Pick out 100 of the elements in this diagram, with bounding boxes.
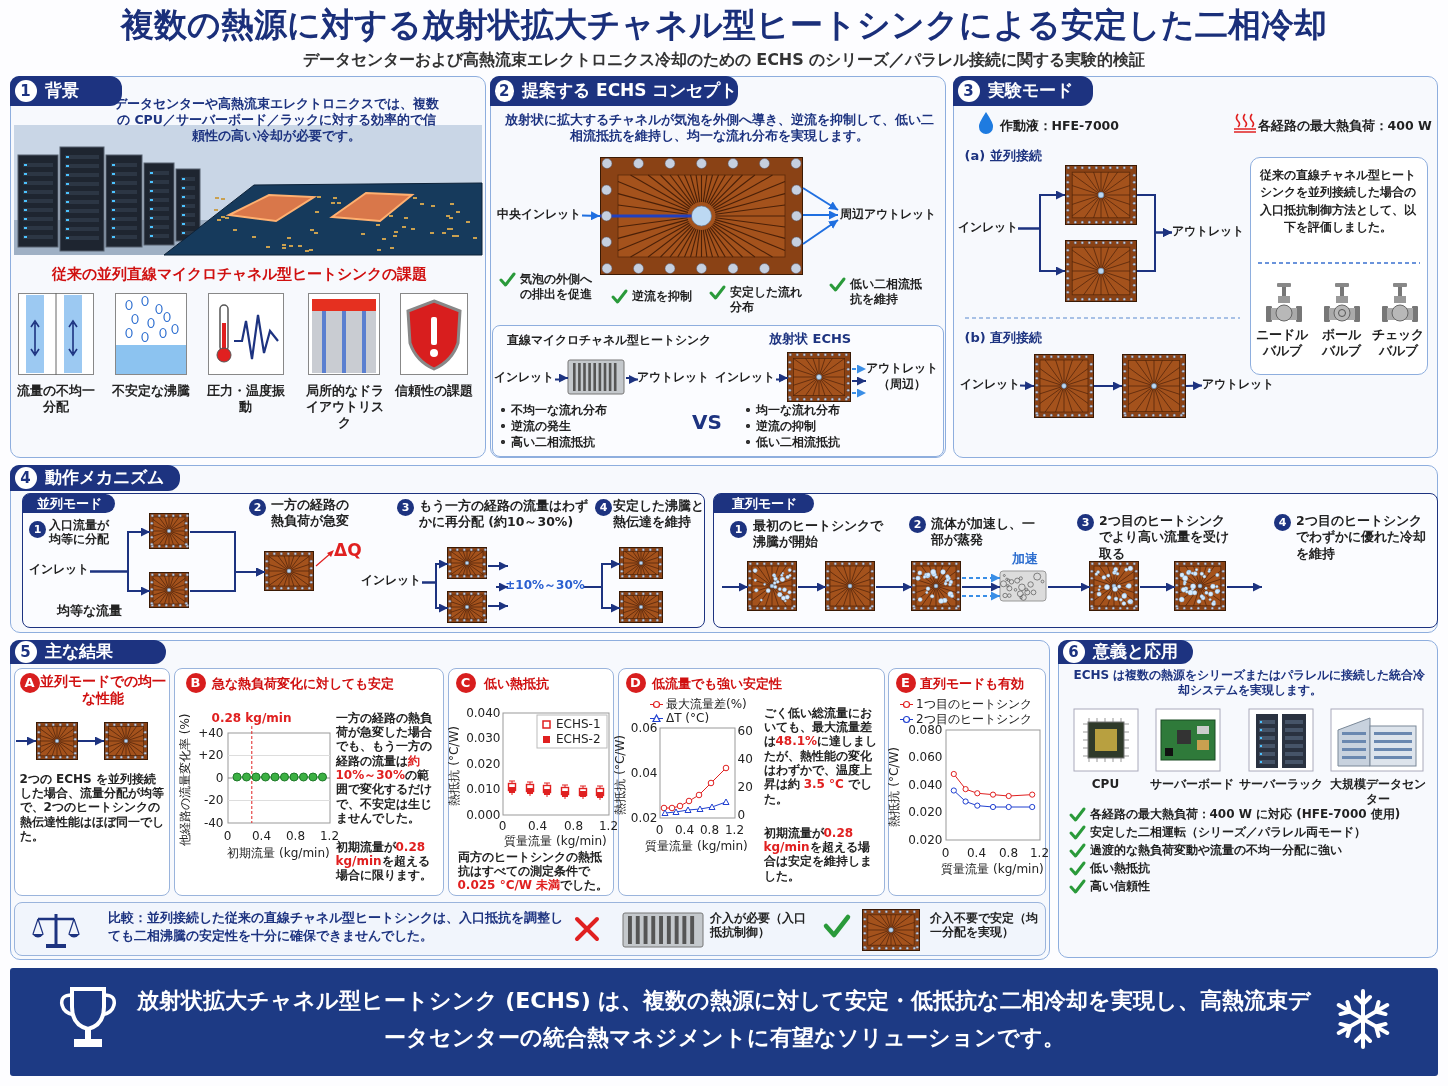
check-item: 逆流を抑制 — [631, 288, 693, 305]
flow-arrow — [77, 736, 105, 746]
heat-sink-drawing — [1089, 561, 1139, 611]
check-item: 気泡の外側への排出を促進 — [519, 271, 593, 303]
flow-arrow — [554, 373, 569, 383]
legend-text: 1つ目のヒートシンク — [916, 696, 1032, 713]
conclusion-banner — [10, 968, 1438, 1076]
axis-tick-label: 1.2 — [1028, 845, 1051, 862]
legend-text: 最大流量差(%) — [666, 696, 747, 712]
body-text: 初期流量が0.28 kg/minを超える場合は安定を維持しました。 — [763, 825, 873, 884]
axis-tick-label: 0.4 — [250, 828, 273, 845]
axis-tick-label: 0 — [214, 770, 224, 787]
flow-arrow — [1019, 381, 1035, 391]
section-heading: 動作メカニズム — [44, 466, 164, 489]
icon-caption: 圧力・温度振動 — [205, 382, 286, 415]
flow-label: インレット — [494, 370, 554, 387]
axis-tick-label: 0.4 — [526, 818, 549, 835]
heat-sink-drawing — [747, 561, 797, 611]
heat-sink-drawing — [1174, 561, 1226, 611]
axis-tick-label: 40 — [737, 751, 754, 768]
axis-title: 質量流量 (kg/min) — [503, 833, 608, 850]
axis-tick-label: 0 — [654, 822, 665, 839]
flow-arrow — [189, 567, 266, 592]
heat-sink-drawing — [599, 156, 803, 275]
flow-arrow — [1226, 582, 1263, 592]
axis-tick-label: 0.010 — [465, 782, 501, 798]
valve-info-box — [1249, 156, 1428, 375]
card-letter: B — [185, 672, 206, 693]
axis-tick-label: 0.02 — [629, 810, 658, 825]
axis-tick-label: 0.020 — [907, 805, 943, 821]
heat-sink-drawing — [447, 547, 487, 579]
axis-tick-label: 0.8 — [997, 845, 1020, 862]
step-number: 3 — [1077, 514, 1094, 531]
spec-text: 作動液：HFE-7000 — [999, 117, 1121, 134]
axis-tick-label: 0.040 — [465, 705, 501, 722]
flow-label: アウトレット — [1201, 376, 1274, 394]
delta-q-label: ΔQ — [334, 539, 363, 562]
heat-sink-drawing — [1121, 353, 1186, 418]
flow-arrow — [802, 219, 839, 245]
axis-tick-label: -20 — [202, 793, 224, 809]
check-item: 低い熱抵抗 — [1089, 860, 1151, 877]
step-number: 1 — [29, 521, 46, 538]
step-number: 2 — [249, 499, 266, 516]
section-panel — [490, 76, 946, 458]
flow-arrow — [487, 561, 509, 571]
mode-tab: 直列モード — [714, 494, 814, 513]
axis-tick-label: 0.8 — [284, 828, 307, 845]
mode-panel — [712, 492, 1438, 628]
flow-arrow — [802, 210, 839, 220]
body-text: ごく低い総流量においても、最大流量差は48.1%に達しましたが、熱性能の変化はわずかで、温度上昇は約 3.5 °C でした。 — [763, 705, 879, 807]
legend-text: ECHS-2 — [556, 732, 601, 746]
subtitle: データセンターおよび高熱流束エレクトロニクス冷却のための ECHS のシリーズ／パラレル接続に関する実験的検証 — [301, 50, 1147, 71]
flow-arrow — [802, 187, 839, 211]
step-number: 1 — [730, 521, 747, 538]
accelerate-label: 加速 — [1011, 551, 1039, 568]
axis-tick-label: 0 — [940, 845, 951, 862]
card-letter: E — [895, 672, 916, 693]
flow-arrow — [1017, 227, 1066, 276]
flow-label: インレット — [29, 562, 89, 579]
flow-arrow — [1185, 381, 1203, 391]
card-heading: 急な熱負荷変化に対しても安定 — [211, 675, 395, 693]
check-item: 低い二相流抵抗を維持 — [849, 276, 922, 308]
axis-title: 他経路の流量変化率 (%) — [177, 712, 193, 848]
step-number: 4 — [1274, 514, 1291, 531]
axis-tick-label: 1.2 — [723, 822, 746, 839]
body-text: 従来の直線チャネル型ヒートシンクを並列接続した場合の入口抵抗制御方法として、以下を評価しました。 — [1259, 167, 1417, 237]
check-item: 高い信頼性 — [1089, 878, 1151, 895]
axis-tick-label: 0.4 — [673, 822, 696, 839]
mode-panel — [21, 492, 705, 628]
spec-text: 各経路の最大熱負荷：400 W — [1257, 117, 1433, 134]
card-heading: 低流量でも強い安定性 — [651, 675, 783, 693]
flow-label: インレット — [957, 219, 1018, 237]
body-text: 比較：並列接続した従来の直線チャネル型ヒートシンクは、入口抵抗を調整しても二相沸騰の安定性を十分に確保できませんでした。 — [107, 908, 564, 945]
section-panel — [10, 465, 1438, 633]
axis-title: 質量流量 (kg/min) — [644, 838, 749, 855]
comparison-box — [491, 324, 944, 457]
axis-tick-label: +40 — [197, 725, 224, 742]
axis-tick-label: 0.030 — [465, 731, 501, 747]
flow-arrow — [1136, 228, 1173, 272]
flow-label: 中央インレット — [495, 206, 582, 224]
flow-arrow — [625, 375, 639, 384]
legend-text: ECHS-1 — [556, 717, 601, 731]
comparison-heading: 直線マイクロチャネル型ヒートシンク — [507, 333, 712, 349]
section-number: 2 — [494, 79, 515, 102]
flow-arrow — [1139, 582, 1176, 592]
icon-caption: 流量の不均一分配 — [15, 382, 96, 415]
icon-caption: 大規模データセンター — [1328, 776, 1427, 808]
subsection-heading: (b) 直列接続 — [964, 329, 1044, 347]
flow-label: 周辺アウトレット — [837, 206, 938, 224]
flow-arrow — [495, 582, 509, 592]
step-text: 流体が加速し、一部が蒸発 — [931, 516, 1036, 549]
section-panel — [953, 76, 1438, 458]
icon-caption: CPU — [1090, 776, 1121, 793]
card-heading: 並列モードでの均一な性能 — [39, 672, 166, 708]
straight-heat-sink-drawing — [567, 359, 625, 395]
icon-caption: サーバーラック — [1237, 776, 1324, 793]
body-text: 入口流量が均等に分配 — [49, 518, 111, 547]
subsection-heading: (a) 並列接続 — [964, 147, 1043, 165]
axis-tick-label: 0.4 — [965, 845, 988, 862]
heat-sink-drawing — [103, 721, 148, 760]
